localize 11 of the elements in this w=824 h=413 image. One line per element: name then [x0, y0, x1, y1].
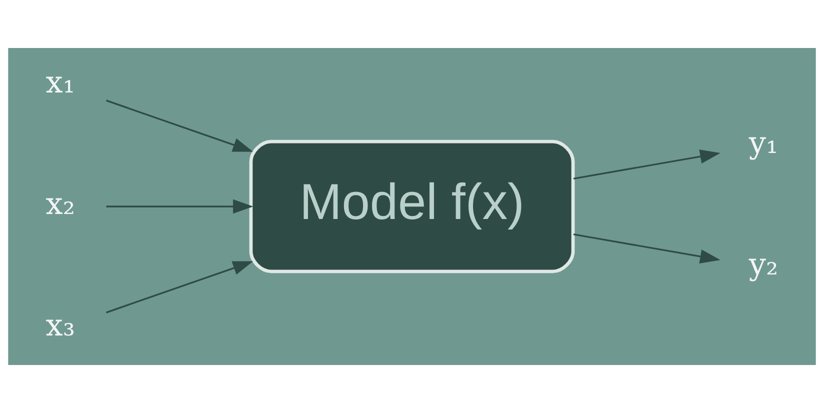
node-box: Model f(x): [249, 140, 575, 274]
arrow: [106, 199, 254, 214]
arrow: [106, 261, 254, 314]
arrow: [106, 100, 254, 152]
arrow: [573, 234, 720, 264]
node-text: x₂: [46, 186, 76, 222]
node-text: x₁: [46, 66, 76, 101]
arrow: [573, 150, 720, 180]
node-text: y₂: [748, 248, 778, 283]
node-text: y₁: [748, 126, 778, 162]
node-text: x₃: [46, 308, 76, 344]
